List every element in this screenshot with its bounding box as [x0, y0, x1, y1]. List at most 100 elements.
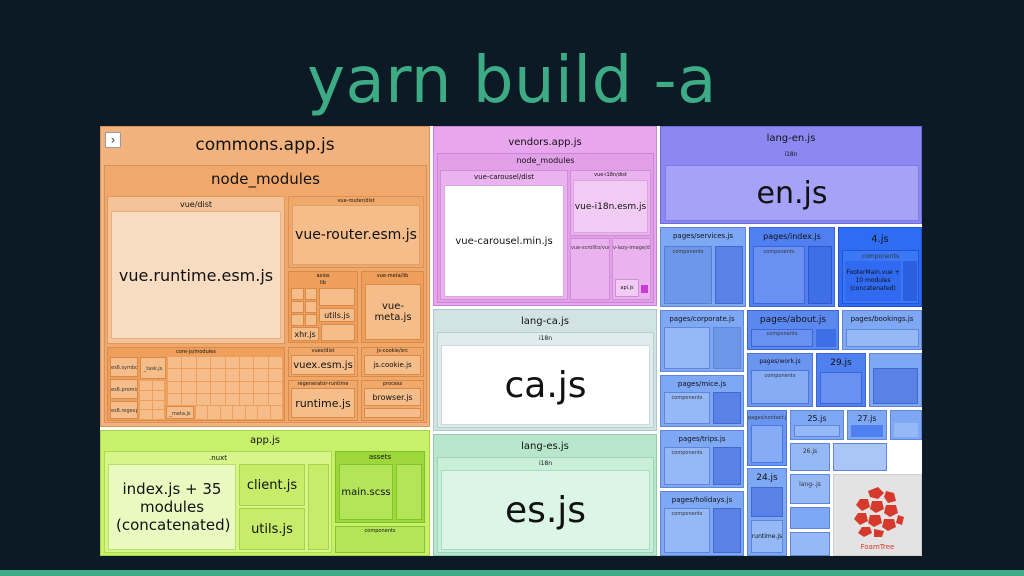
pages-bookings-chunk[interactable]: pages/bookings.js: [842, 310, 922, 350]
four-js-chunk[interactable]: 4.js components FooterMain.vue + 10 modu…: [838, 227, 922, 307]
about-side-module[interactable]: [816, 329, 836, 347]
core-js-group[interactable]: core-js/modules es6.symbol.js es6.promis…: [107, 347, 285, 421]
api-module[interactable]: api.js: [615, 279, 639, 297]
lazy-group[interactable]: v-lazy-image/dist api.js: [612, 238, 651, 300]
mice-module-b[interactable]: [713, 392, 741, 424]
twentyseven-js-chunk[interactable]: 27.js: [847, 410, 887, 440]
task-module[interactable]: _task.js: [140, 357, 166, 379]
assets-group[interactable]: assets main.scss: [335, 451, 425, 523]
runtime-module[interactable]: runtime.js: [291, 388, 355, 418]
mice-module-a[interactable]: components: [664, 392, 710, 424]
utils-module[interactable]: utils.js: [319, 308, 355, 322]
services-components[interactable]: components: [664, 246, 712, 304]
lang-ca-i18n[interactable]: i18n ca.js: [437, 332, 654, 428]
xhr-module[interactable]: xhr.js: [291, 327, 319, 341]
vendors-node-modules[interactable]: node_modules vue-carousel/dist vue-carou…: [437, 153, 654, 303]
vendors-chunk[interactable]: vendors.app.js node_modules vue-carousel…: [433, 126, 657, 306]
work-module[interactable]: components: [751, 370, 809, 404]
lazy-dot-module[interactable]: [641, 285, 648, 293]
twentyfour-module-a[interactable]: [751, 487, 783, 517]
axios-module-a[interactable]: [319, 288, 355, 306]
pages-holidays-chunk[interactable]: pages/holidays.js components: [660, 491, 744, 556]
trips-module-a[interactable]: components: [664, 447, 710, 485]
treemap[interactable]: › commons.app.js node_modules vue/dist v…: [100, 126, 922, 556]
lang-small-module[interactable]: [894, 423, 918, 437]
holidays-module-a[interactable]: components: [664, 508, 710, 553]
twentyfive-js-chunk[interactable]: 25.js: [790, 410, 844, 440]
twentyseven-module[interactable]: [851, 425, 883, 437]
process-module-b[interactable]: [364, 408, 421, 418]
app-components-group[interactable]: components: [335, 526, 425, 553]
contact-module[interactable]: [751, 425, 783, 463]
es6-regexp-module[interactable]: es6.regexp.split.js: [110, 401, 138, 419]
commons-chunk[interactable]: › commons.app.js node_modules vue/dist v…: [100, 126, 430, 427]
lang-es-i18n[interactable]: i18n es.js: [437, 457, 654, 553]
meta-module[interactable]: _meta.js: [166, 406, 194, 419]
trips-module-b[interactable]: [713, 447, 741, 485]
twentyfour-js-chunk[interactable]: 24.js runtime.js: [747, 468, 787, 556]
runtime-page-module[interactable]: runtime.js: [751, 520, 783, 553]
lang-js-chunk[interactable]: lang-.js: [790, 474, 830, 504]
pages-trips-chunk[interactable]: pages/trips.js components: [660, 430, 744, 488]
vue-scroll-module[interactable]: vue-scrollto/vue-scrollto.js: [570, 238, 610, 300]
vue-meta-module[interactable]: vue-meta.js: [365, 284, 421, 340]
process-group[interactable]: process browser.js: [361, 380, 424, 421]
vuex-module[interactable]: vuex.esm.js: [291, 355, 355, 375]
vuex-group[interactable]: vuex/dist vuex.esm.js: [288, 347, 358, 377]
corporate-module-a[interactable]: [664, 327, 710, 369]
sidebar-toggle-button[interactable]: ›: [105, 132, 121, 148]
vue-meta-group[interactable]: vue-meta/lib vue-meta.js: [361, 271, 424, 343]
four-js-components[interactable]: components FooterMain.vue + 10 modules (…: [842, 250, 919, 304]
index-concat-module[interactable]: index.js + 35 modules (concatenated): [108, 464, 236, 550]
corporate-module-b[interactable]: [713, 327, 741, 369]
nuxt-group[interactable]: .nuxt index.js + 35 modules (concatenate…: [104, 451, 332, 553]
footer-module[interactable]: FooterMain.vue + 10 modules (concatenate…: [845, 261, 901, 301]
vue-router-module[interactable]: vue-router.esm.js: [292, 205, 420, 265]
js-cookie-module[interactable]: js.cookie.js: [364, 355, 421, 375]
regenerator-group[interactable]: regenerator-runtime runtime.js: [288, 380, 358, 421]
es-js-module[interactable]: es.js: [441, 470, 650, 550]
pages-work-chunk[interactable]: pages/work.js components: [747, 353, 813, 407]
client-module[interactable]: client.js: [239, 464, 305, 506]
commons-node-modules[interactable]: node_modules vue/dist vue.runtime.esm.js…: [104, 165, 427, 423]
twentynine-js-chunk[interactable]: 29.js: [816, 353, 866, 407]
es6-promise-module[interactable]: es6.promise.js: [110, 379, 138, 399]
twentynine-module[interactable]: [820, 372, 862, 404]
utils-app-module[interactable]: utils.js: [239, 508, 305, 550]
vue-router-group[interactable]: vue-router/dist vue-router.esm.js: [288, 196, 424, 268]
ca-js-module[interactable]: ca.js: [441, 345, 650, 425]
i18n-module[interactable]: vue-i18n.esm.js: [573, 180, 648, 233]
es6-symbol-module[interactable]: es6.symbol.js: [110, 357, 138, 377]
pages-services-chunk[interactable]: pages/services.js components: [660, 227, 746, 307]
js-cookie-group[interactable]: js-cookie/src js.cookie.js: [361, 347, 424, 377]
twentyfive-module[interactable]: [794, 425, 840, 437]
holidays-module-b[interactable]: [713, 508, 741, 553]
vue-runtime-module[interactable]: vue.runtime.esm.js: [111, 211, 281, 339]
pages-lang-small-chunk[interactable]: [890, 410, 922, 440]
axios-group[interactable]: axios lib utils.js xhr.js: [288, 271, 358, 343]
axios-module-b[interactable]: [321, 324, 355, 341]
bookings-module[interactable]: [846, 329, 919, 347]
bookings-lang-module[interactable]: [873, 368, 918, 404]
app-chunk[interactable]: app.js .nuxt index.js + 35 modules (conc…: [100, 430, 430, 556]
browser-module[interactable]: browser.js: [364, 388, 421, 406]
assets-side-module[interactable]: [396, 464, 422, 520]
carousel-module[interactable]: vue-carousel.min.js: [444, 185, 564, 297]
services-side-module[interactable]: [715, 246, 743, 304]
carousel-group[interactable]: vue-carousel/dist vue-carousel.min.js: [440, 170, 568, 300]
pages-corporate-chunk[interactable]: pages/corporate.js: [660, 310, 744, 372]
pages-misc-chunk[interactable]: [833, 443, 887, 471]
index-page-components[interactable]: components: [753, 246, 805, 304]
four-js-side-module[interactable]: [903, 261, 917, 301]
main-scss-module[interactable]: main.scss: [339, 464, 393, 520]
nuxt-small-module[interactable]: [308, 464, 329, 550]
pages-index-chunk[interactable]: pages/index.js components: [749, 227, 835, 307]
pages-tiny-a[interactable]: [790, 507, 830, 529]
twentysix-js-chunk[interactable]: 26.js: [790, 443, 830, 471]
pages-contact-chunk[interactable]: pages/contact.js: [747, 410, 787, 466]
pages-mice-chunk[interactable]: pages/mice.js components: [660, 375, 744, 427]
index-page-side-module[interactable]: [808, 246, 832, 304]
lang-es-chunk[interactable]: lang-es.js i18n es.js: [433, 434, 657, 556]
vue-dist-group[interactable]: vue/dist vue.runtime.esm.js: [107, 196, 285, 344]
about-components[interactable]: components: [751, 329, 813, 347]
